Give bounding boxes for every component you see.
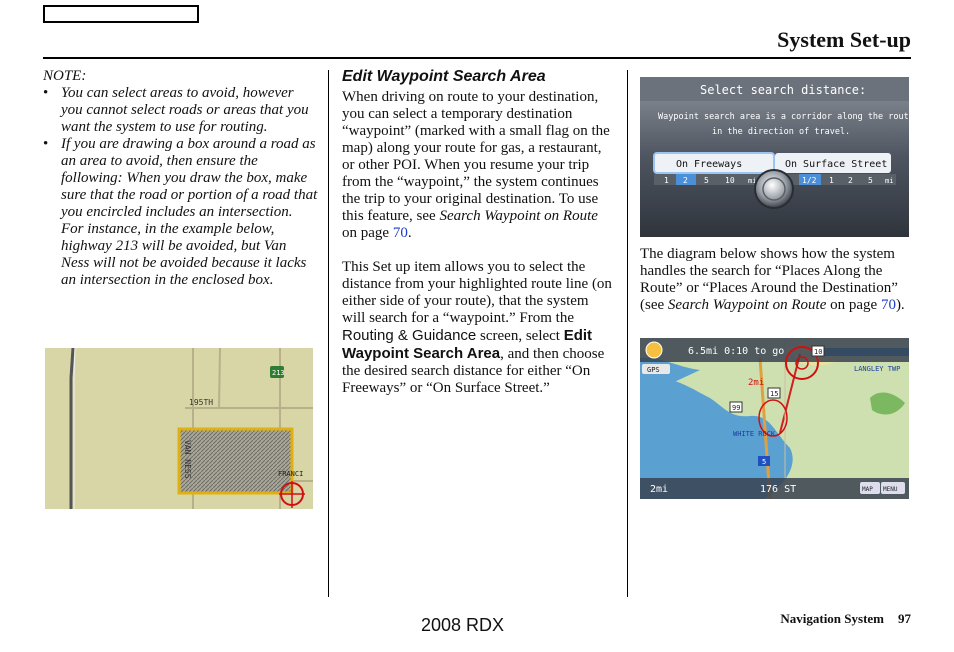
note-block: NOTE: You can select areas to avoid, how… — [43, 68, 318, 289]
note-title: NOTE: — [43, 68, 87, 84]
footer-model: 2008 RDX — [421, 615, 505, 635]
footer-nav: Navigation System 97 — [780, 611, 911, 627]
header-rule — [43, 57, 911, 59]
surface-option-group[interactable]: On Surface Street 1/2 1 2 5 mi — [775, 153, 896, 185]
screen-desc-line2: in the direction of travel. — [712, 127, 850, 137]
diagram-ref-link: Search Waypoint on Route — [667, 297, 827, 313]
route-search-map-image: 6.5mi 0:10 to go GPS 2mi 10 15 99 5 LANG… — [640, 338, 909, 499]
avoid-area-map-image: 195TH VAN NESS FRANCI 213 — [45, 348, 313, 509]
freeways-option-1: 1 — [664, 176, 669, 185]
column-divider-left — [328, 70, 329, 597]
freeways-option-group[interactable]: On Freeways 1 2 5 10 mi — [653, 152, 775, 185]
map2-distance-time: 6.5mi 0:10 to go — [688, 346, 784, 357]
surface-option-5: 5 — [868, 176, 873, 185]
section-paragraph-1: When driving on route to your destinatio… — [342, 89, 610, 241]
surface-option-half: 1/2 — [802, 176, 817, 185]
diagram-description: The diagram below shows how the system h… — [640, 246, 910, 314]
freeways-label: On Freeways — [676, 159, 742, 170]
freeways-option-10: 10 — [725, 176, 735, 185]
map2-shield-5: 5 — [762, 458, 766, 466]
column-divider-right — [627, 70, 628, 597]
map1-cross-label: FRANCI — [278, 470, 303, 478]
screen-desc-line1: Waypoint search area is a corridor along… — [658, 112, 909, 122]
screen-title: Select search distance: — [700, 83, 866, 97]
section-heading: Edit Waypoint Search Area — [342, 68, 546, 85]
note-list: You can select areas to avoid, however y… — [43, 85, 318, 289]
map2-shield-99: 99 — [732, 404, 740, 412]
map2-radius-label: 2mi — [748, 378, 764, 388]
waypoint-section: Edit Waypoint Search Area When driving o… — [342, 68, 614, 414]
map2-place-langley: LANGLEY TWP — [854, 365, 900, 373]
surface-label: On Surface Street — [785, 159, 887, 170]
surface-unit: mi — [885, 177, 893, 185]
map2-road-name: 176 ST — [760, 484, 796, 495]
search-distance-screen: Select search distance: Waypoint search … — [640, 77, 909, 237]
freeways-option-2: 2 — [683, 176, 688, 185]
map-button: MAP — [862, 486, 873, 493]
surface-option-1: 1 — [829, 176, 834, 185]
surface-option-2: 2 — [848, 176, 853, 185]
section-paragraph-2: This Set up item allows you to select th… — [342, 259, 612, 396]
map2-heading-icon — [645, 341, 663, 359]
note-bullet-2: If you are drawing a box around a road a… — [43, 136, 318, 289]
map2-corridor-icon — [758, 399, 788, 437]
freeways-option-5: 5 — [704, 176, 709, 185]
page-title: System Set-up — [777, 27, 911, 52]
map2-place-whiterock: WHITE ROCK — [733, 430, 776, 438]
map2-gps-badge: GPS — [647, 366, 660, 374]
header-tab-box — [43, 5, 199, 23]
menu-name-routing: Routing & Guidance — [342, 327, 477, 344]
section-ref-link: Search Waypoint on Route — [439, 208, 598, 224]
footer-page-number: 97 — [898, 611, 911, 626]
page-link-70-b[interactable]: 70 — [880, 297, 896, 313]
diagram-paragraph: The diagram below shows how the system h… — [640, 246, 905, 313]
map2-shield-15: 15 — [770, 390, 778, 398]
footer-section: Navigation System — [780, 611, 884, 626]
map1-street-label: 195TH — [189, 398, 213, 407]
menu-item-edit-waypoint: Edit Waypoint Search Area — [342, 327, 593, 362]
map1-shield-213: 213 — [272, 369, 285, 377]
map2-search-radius-icon — [785, 346, 819, 380]
freeways-unit: mi — [748, 177, 756, 185]
menu-button: MENU — [883, 486, 898, 493]
selector-knob-icon — [754, 169, 794, 209]
map1-vertical-label: VAN NESS — [183, 440, 192, 479]
map2-scale: 2mi — [650, 484, 668, 495]
note-bullet-1: You can select areas to avoid, however y… — [43, 85, 318, 136]
map2-shield-10: 10 — [814, 348, 822, 356]
page-link-70[interactable]: 70 — [392, 225, 408, 241]
